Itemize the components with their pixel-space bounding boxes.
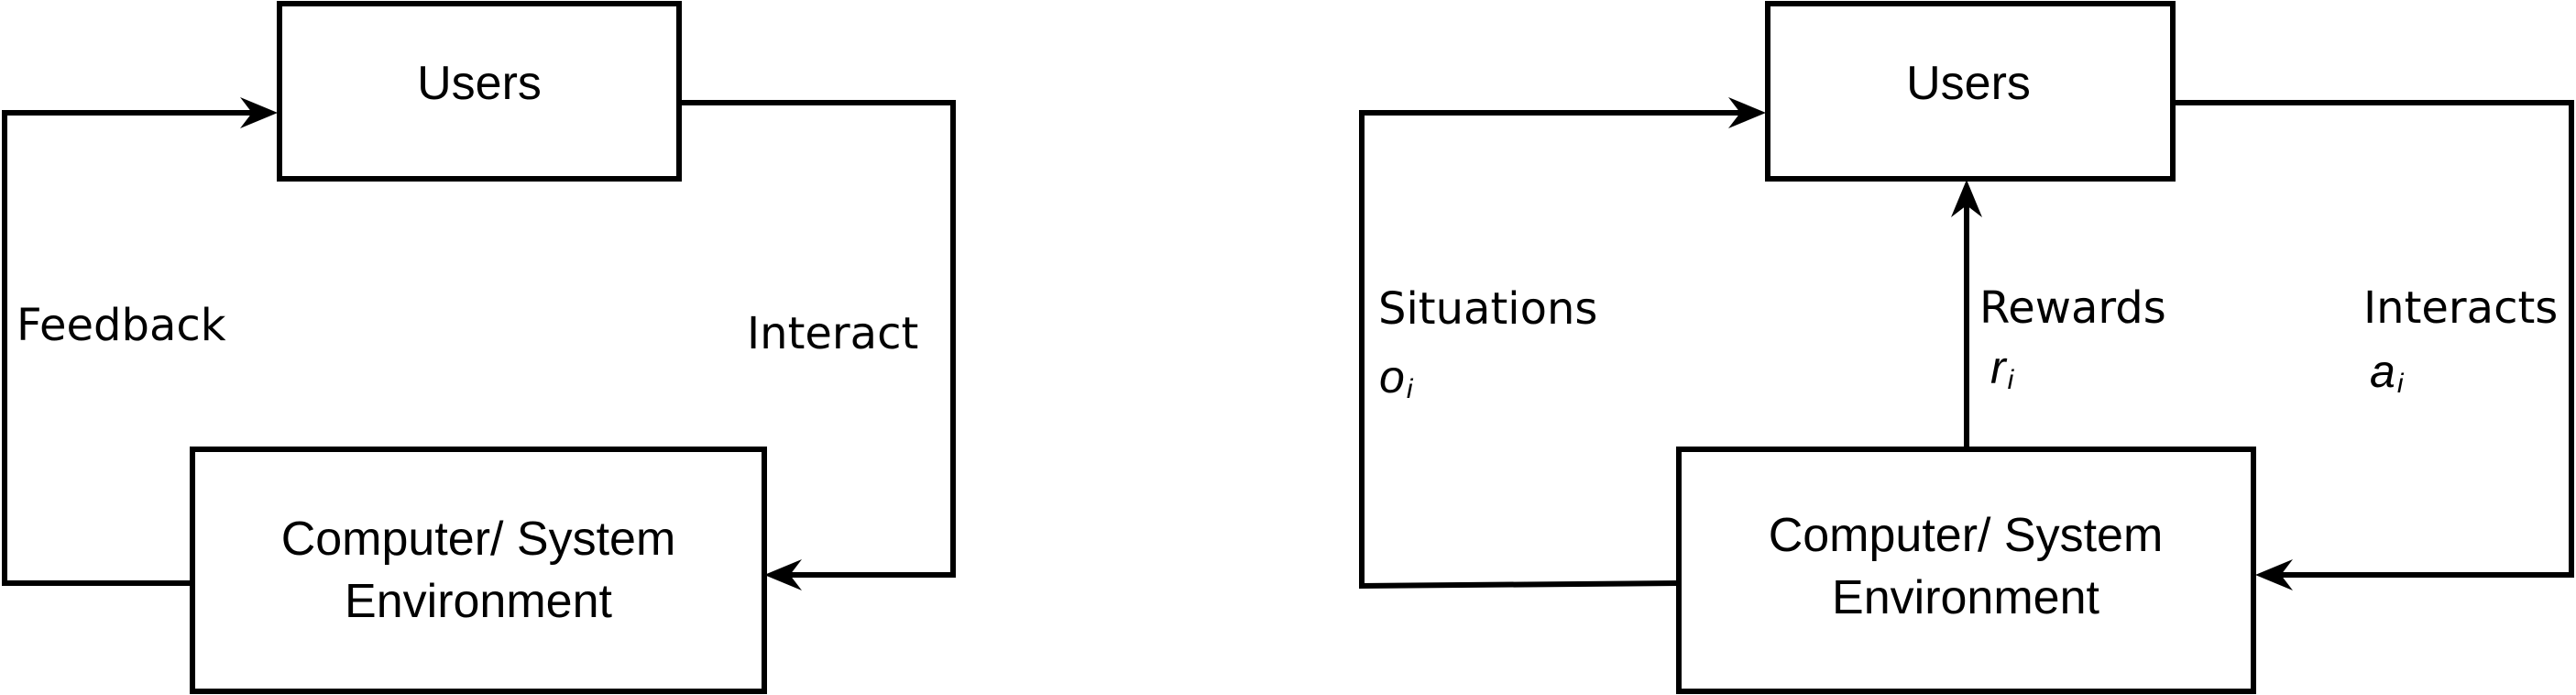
right-interacts-arrowhead [2255, 559, 2293, 590]
left-users-label: Users [417, 57, 542, 110]
left-feedback-label: Feedback [16, 300, 226, 351]
left-diagram: Users Computer/ System Environment Feedb… [2, 1, 956, 694]
left-feedback-arrowhead [240, 97, 278, 128]
left-system-box [190, 447, 767, 694]
right-rewards-arrowhead [1951, 180, 1982, 217]
left-system-label-line1: Computer/ System [281, 513, 676, 566]
left-interact-connector [679, 100, 956, 578]
left-feedback-connector [2, 110, 268, 586]
right-rewards-label: Rewards [1979, 282, 2166, 334]
right-interacts-variable: ai [2370, 346, 2405, 399]
right-users-label: Users [1906, 57, 2031, 110]
left-system-label-line2: Environment [345, 575, 612, 628]
right-situations-arrowhead [1728, 97, 1766, 128]
right-situations-label: Situations [1378, 283, 1597, 335]
right-situations-variable: oi [1379, 351, 1414, 404]
left-interact-label: Interact [747, 308, 918, 359]
right-interacts-label: Interacts [2363, 282, 2558, 334]
right-rewards-variable: ri [1990, 342, 2015, 395]
left-interact-arrowhead [764, 559, 802, 590]
right-system-label-line1: Computer/ System [1769, 509, 2164, 562]
right-situations-connector [1359, 110, 1756, 590]
right-system-box [1676, 447, 2256, 694]
right-interacts-connector [2173, 100, 2574, 578]
right-diagram: Users Computer/ System Environment Situa… [1359, 1, 2574, 694]
right-users-box [1765, 1, 2176, 182]
right-system-label-line2: Environment [1832, 571, 2099, 624]
left-users-box [277, 1, 682, 182]
